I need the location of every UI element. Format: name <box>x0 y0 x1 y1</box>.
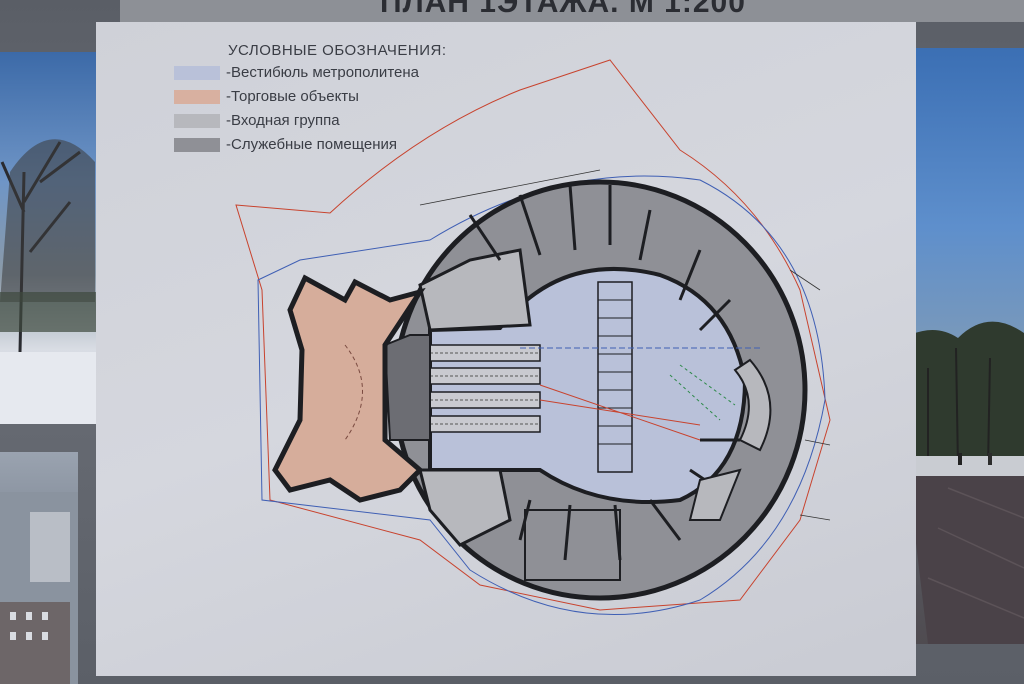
entrance-group-north <box>418 248 532 332</box>
legend-item-entrance: -Входная группа <box>174 112 474 130</box>
service-room-block <box>524 509 621 581</box>
legend-label-lobby: -Вестибюль метрополитена <box>226 64 419 81</box>
title-strip: ПЛАН 1ЭТАЖА. М 1:200 <box>120 0 1024 22</box>
trees-and-square-icon <box>888 321 1024 644</box>
legend-label-service: -Служебные помещения <box>226 136 398 153</box>
south-east-stairs <box>688 468 742 521</box>
legend-item-service: -Служебные помещения <box>174 136 474 154</box>
legend-label-retail: -Торговые объекты <box>226 88 359 105</box>
legend-item-lobby: -Вестибюль метрополитена <box>174 64 474 82</box>
left-photo-winter-park <box>0 52 98 424</box>
legend-label-entrance: -Входная группа <box>226 112 340 129</box>
turnstile-line <box>597 281 633 473</box>
plan-title: ПЛАН 1ЭТАЖА. М 1:200 <box>380 0 746 19</box>
retail-dashed-arc <box>344 344 363 441</box>
left-photo-city <box>0 452 78 684</box>
lobby-swatch-icon <box>174 66 220 80</box>
entrance-group-south <box>418 468 512 547</box>
service-swatch-icon <box>174 138 220 152</box>
retail-swatch-icon <box>174 90 220 104</box>
path-lines-red <box>539 384 701 441</box>
legend-item-retail: -Торговые объекты <box>174 88 474 106</box>
city-buildings-icon <box>0 492 78 684</box>
lobby-west-wall <box>383 334 431 441</box>
legend-heading: УСЛОВНЫЕ ОБОЗНАЧЕНИЯ: <box>228 42 447 59</box>
east-stairs <box>733 358 772 452</box>
tree-silhouette-icon <box>0 139 98 424</box>
dimension-leader-lines <box>419 169 831 521</box>
path-lines-green <box>669 364 736 421</box>
entrance-swatch-icon <box>174 114 220 128</box>
site-boundary-outline <box>235 59 831 611</box>
retail-area <box>272 274 426 503</box>
